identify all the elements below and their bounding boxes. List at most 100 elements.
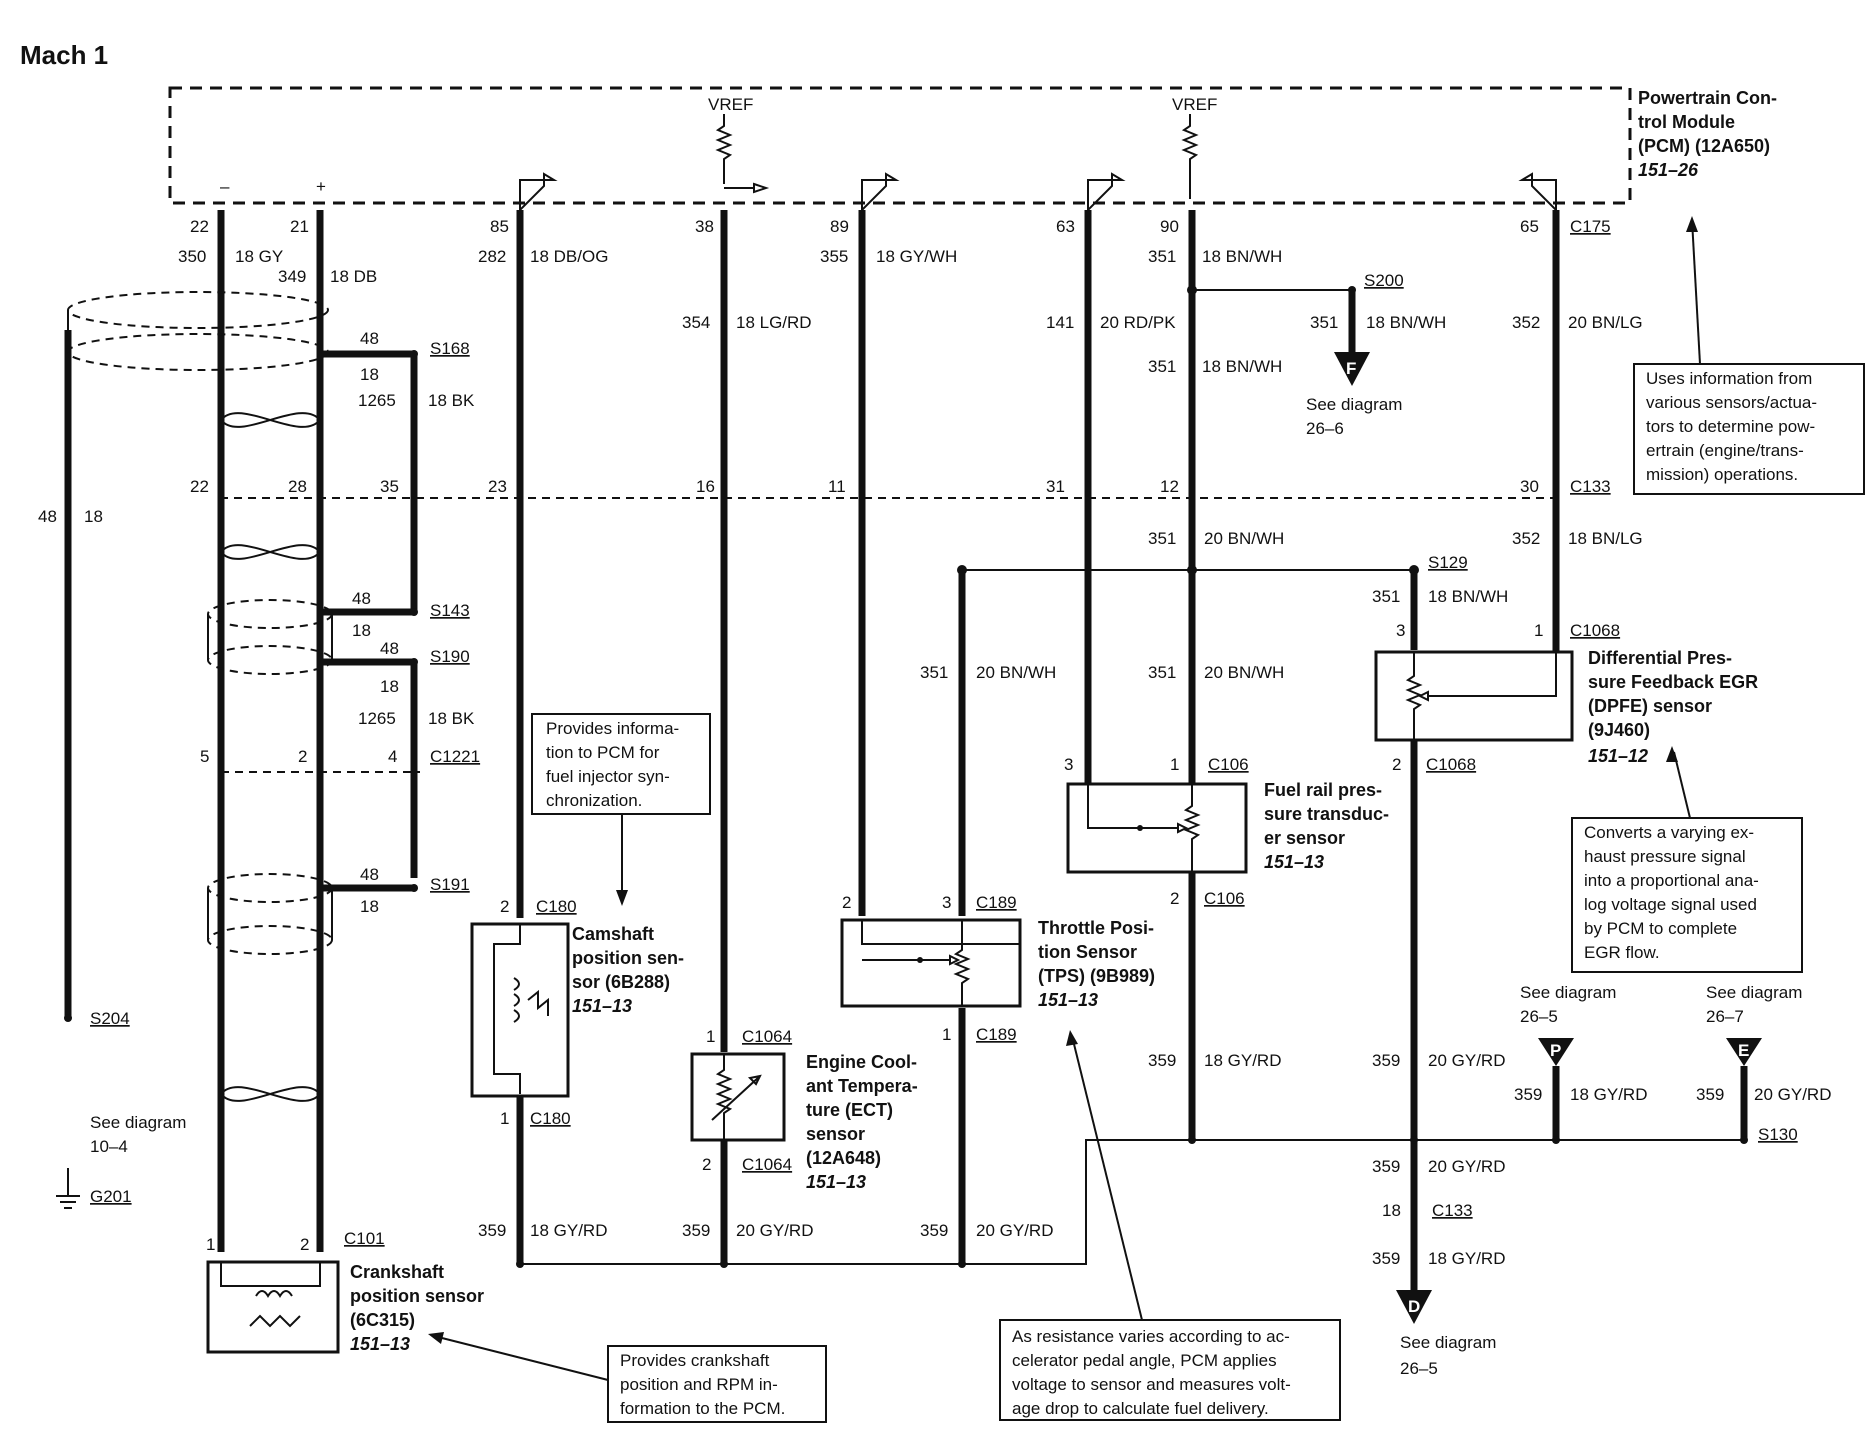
circuit-359-dpfe-2: 359 — [1372, 1157, 1400, 1176]
wire-351-top: 18 BN/WH — [1202, 247, 1282, 266]
pin-90: 90 — [1160, 217, 1179, 236]
pcm-note-4: ertrain (engine/trans- — [1646, 441, 1804, 460]
cmp-note-box — [531, 713, 711, 815]
circuit-359-tps: 359 — [920, 1221, 948, 1240]
splice-s204: S204 — [90, 1009, 130, 1028]
dpfe-note-3: into a proportional ana- — [1584, 871, 1759, 890]
circuit-359-p: 359 — [1514, 1085, 1542, 1104]
ckp-note-1: Provides crankshaft — [620, 1351, 770, 1370]
svg-text:3: 3 — [1064, 755, 1073, 774]
see-26-7: 26–7 — [1706, 1007, 1744, 1026]
s168-18: 18 — [360, 365, 379, 384]
pcm-minus: – — [220, 177, 230, 196]
wire-359-e: 20 GY/RD — [1754, 1085, 1831, 1104]
wire-359-frp-label: 18 GY/RD — [1204, 1051, 1281, 1070]
s168-1265: 1265 — [358, 391, 396, 410]
twist-3 — [220, 1086, 322, 1102]
connector-c101: C101 — [344, 1229, 385, 1248]
see-10-4: 10–4 — [90, 1137, 128, 1156]
wire-355: 18 GY/WH — [876, 247, 957, 266]
dpfe-note-4: log voltage signal used — [1584, 895, 1757, 914]
c133-pin-28: 28 — [288, 477, 307, 496]
s168-48: 48 — [360, 329, 379, 348]
connector-c175: C175 — [1570, 217, 1611, 236]
circuit-351-s200: 351 — [1310, 313, 1338, 332]
drain-48: 48 — [38, 507, 57, 526]
wire-351-s200: 18 BN/WH — [1366, 313, 1446, 332]
splice-s190: S190 — [430, 647, 470, 666]
s190-48: 48 — [380, 639, 399, 658]
wire-359-dpfe-label: 20 GY/RD — [1428, 1051, 1505, 1070]
tps-name-3: (TPS) (9B989) — [1038, 966, 1155, 986]
pcm-note-box — [1633, 363, 1865, 495]
connector-c1068-top: C1068 — [1570, 621, 1620, 640]
vref-label-1: VREF — [708, 95, 753, 114]
c133-pin-23: 23 — [488, 477, 507, 496]
splice-s200: S200 — [1364, 271, 1404, 290]
c133-pin-31: 31 — [1046, 477, 1065, 496]
dpfe-note-1: Converts a varying ex- — [1584, 823, 1754, 842]
dpfe-name-1: Differential Pres- — [1588, 648, 1732, 668]
see-26-5-p: 26–5 — [1520, 1007, 1558, 1026]
connector-c189-top: C189 — [976, 893, 1017, 912]
wire-359-d: 18 GY/RD — [1428, 1249, 1505, 1268]
c133-pin-22: 22 — [190, 477, 209, 496]
ect-name-1: Engine Cool- — [806, 1052, 917, 1072]
c1221-pin-4: 4 — [388, 747, 397, 766]
cmp-note-4: chronization. — [546, 791, 642, 810]
ect-name-2: ant Tempera- — [806, 1076, 918, 1096]
wire-350: 18 GY — [235, 247, 283, 266]
wire-282: 18 DB/OG — [530, 247, 608, 266]
wire-352: 20 BN/LG — [1568, 313, 1643, 332]
svg-text:2: 2 — [842, 893, 851, 912]
wire-359-tps-label: 20 GY/RD — [976, 1221, 1053, 1240]
connector-c106-bottom: C106 — [1204, 889, 1245, 908]
ckp-ref: 151–13 — [350, 1334, 410, 1354]
circuit-349: 349 — [278, 267, 306, 286]
connector-c180-top: C180 — [536, 897, 577, 916]
ckp-note-3: formation to the PCM. — [620, 1399, 785, 1418]
flag-e-arrow — [1726, 1038, 1762, 1066]
circuit-351-tps: 351 — [920, 663, 948, 682]
s190-wire: 18 BK — [428, 709, 475, 728]
pcm-flag-63 — [1087, 172, 1126, 213]
ckp-gear-icon — [249, 1314, 301, 1328]
splice-s143: S143 — [430, 601, 470, 620]
s191-18: 18 — [360, 897, 379, 916]
svg-text:1: 1 — [706, 1027, 715, 1046]
circuit-351-c: 351 — [1148, 529, 1176, 548]
flag-d-arrow — [1396, 1290, 1432, 1324]
s168-wire: 18 BK — [428, 391, 475, 410]
pcm-name-2: trol Module — [1638, 112, 1735, 132]
circuit-359-frp: 359 — [1148, 1051, 1176, 1070]
connector-c133: C133 — [1570, 477, 1611, 496]
tps-ref: 151–13 — [1038, 990, 1098, 1010]
circuit-359-cmp: 359 — [478, 1221, 506, 1240]
connector-c133-bottom: C133 — [1432, 1201, 1473, 1220]
cmp-sensor-box — [470, 922, 570, 1098]
svg-text:3: 3 — [1396, 621, 1405, 640]
connector-c1064-top: C1064 — [742, 1027, 792, 1046]
wire-354: 18 LG/RD — [736, 313, 812, 332]
pcm-flag-89 — [861, 172, 900, 213]
frp-ref: 151–13 — [1264, 852, 1324, 872]
pin-21: 21 — [290, 217, 309, 236]
c1221-pin-2: 2 — [298, 747, 307, 766]
see-26-7-label: See diagram — [1706, 983, 1802, 1002]
cmp-gear-icon — [527, 989, 549, 1016]
splice-s130: S130 — [1758, 1125, 1798, 1144]
ect-name-3: ture (ECT) — [806, 1100, 893, 1120]
svg-text:2: 2 — [1392, 755, 1401, 774]
tps-note-3: voltage to sensor and measures volt- — [1012, 1375, 1291, 1394]
see-26-6: 26–6 — [1306, 419, 1344, 438]
c133-pin-16: 16 — [696, 477, 715, 496]
flag-f-arrow — [1334, 352, 1370, 386]
flag-f: F — [1346, 359, 1356, 378]
ckp-name-1: Crankshaft — [350, 1262, 444, 1282]
ect-thermistor-icon — [711, 1074, 762, 1121]
see-26-5-p-label: See diagram — [1520, 983, 1616, 1002]
ckp-note-box — [607, 1345, 827, 1423]
cmp-name-1: Camshaft — [572, 924, 654, 944]
svg-text:3: 3 — [942, 893, 951, 912]
dpfe-name-4: (9J460) — [1588, 720, 1650, 740]
